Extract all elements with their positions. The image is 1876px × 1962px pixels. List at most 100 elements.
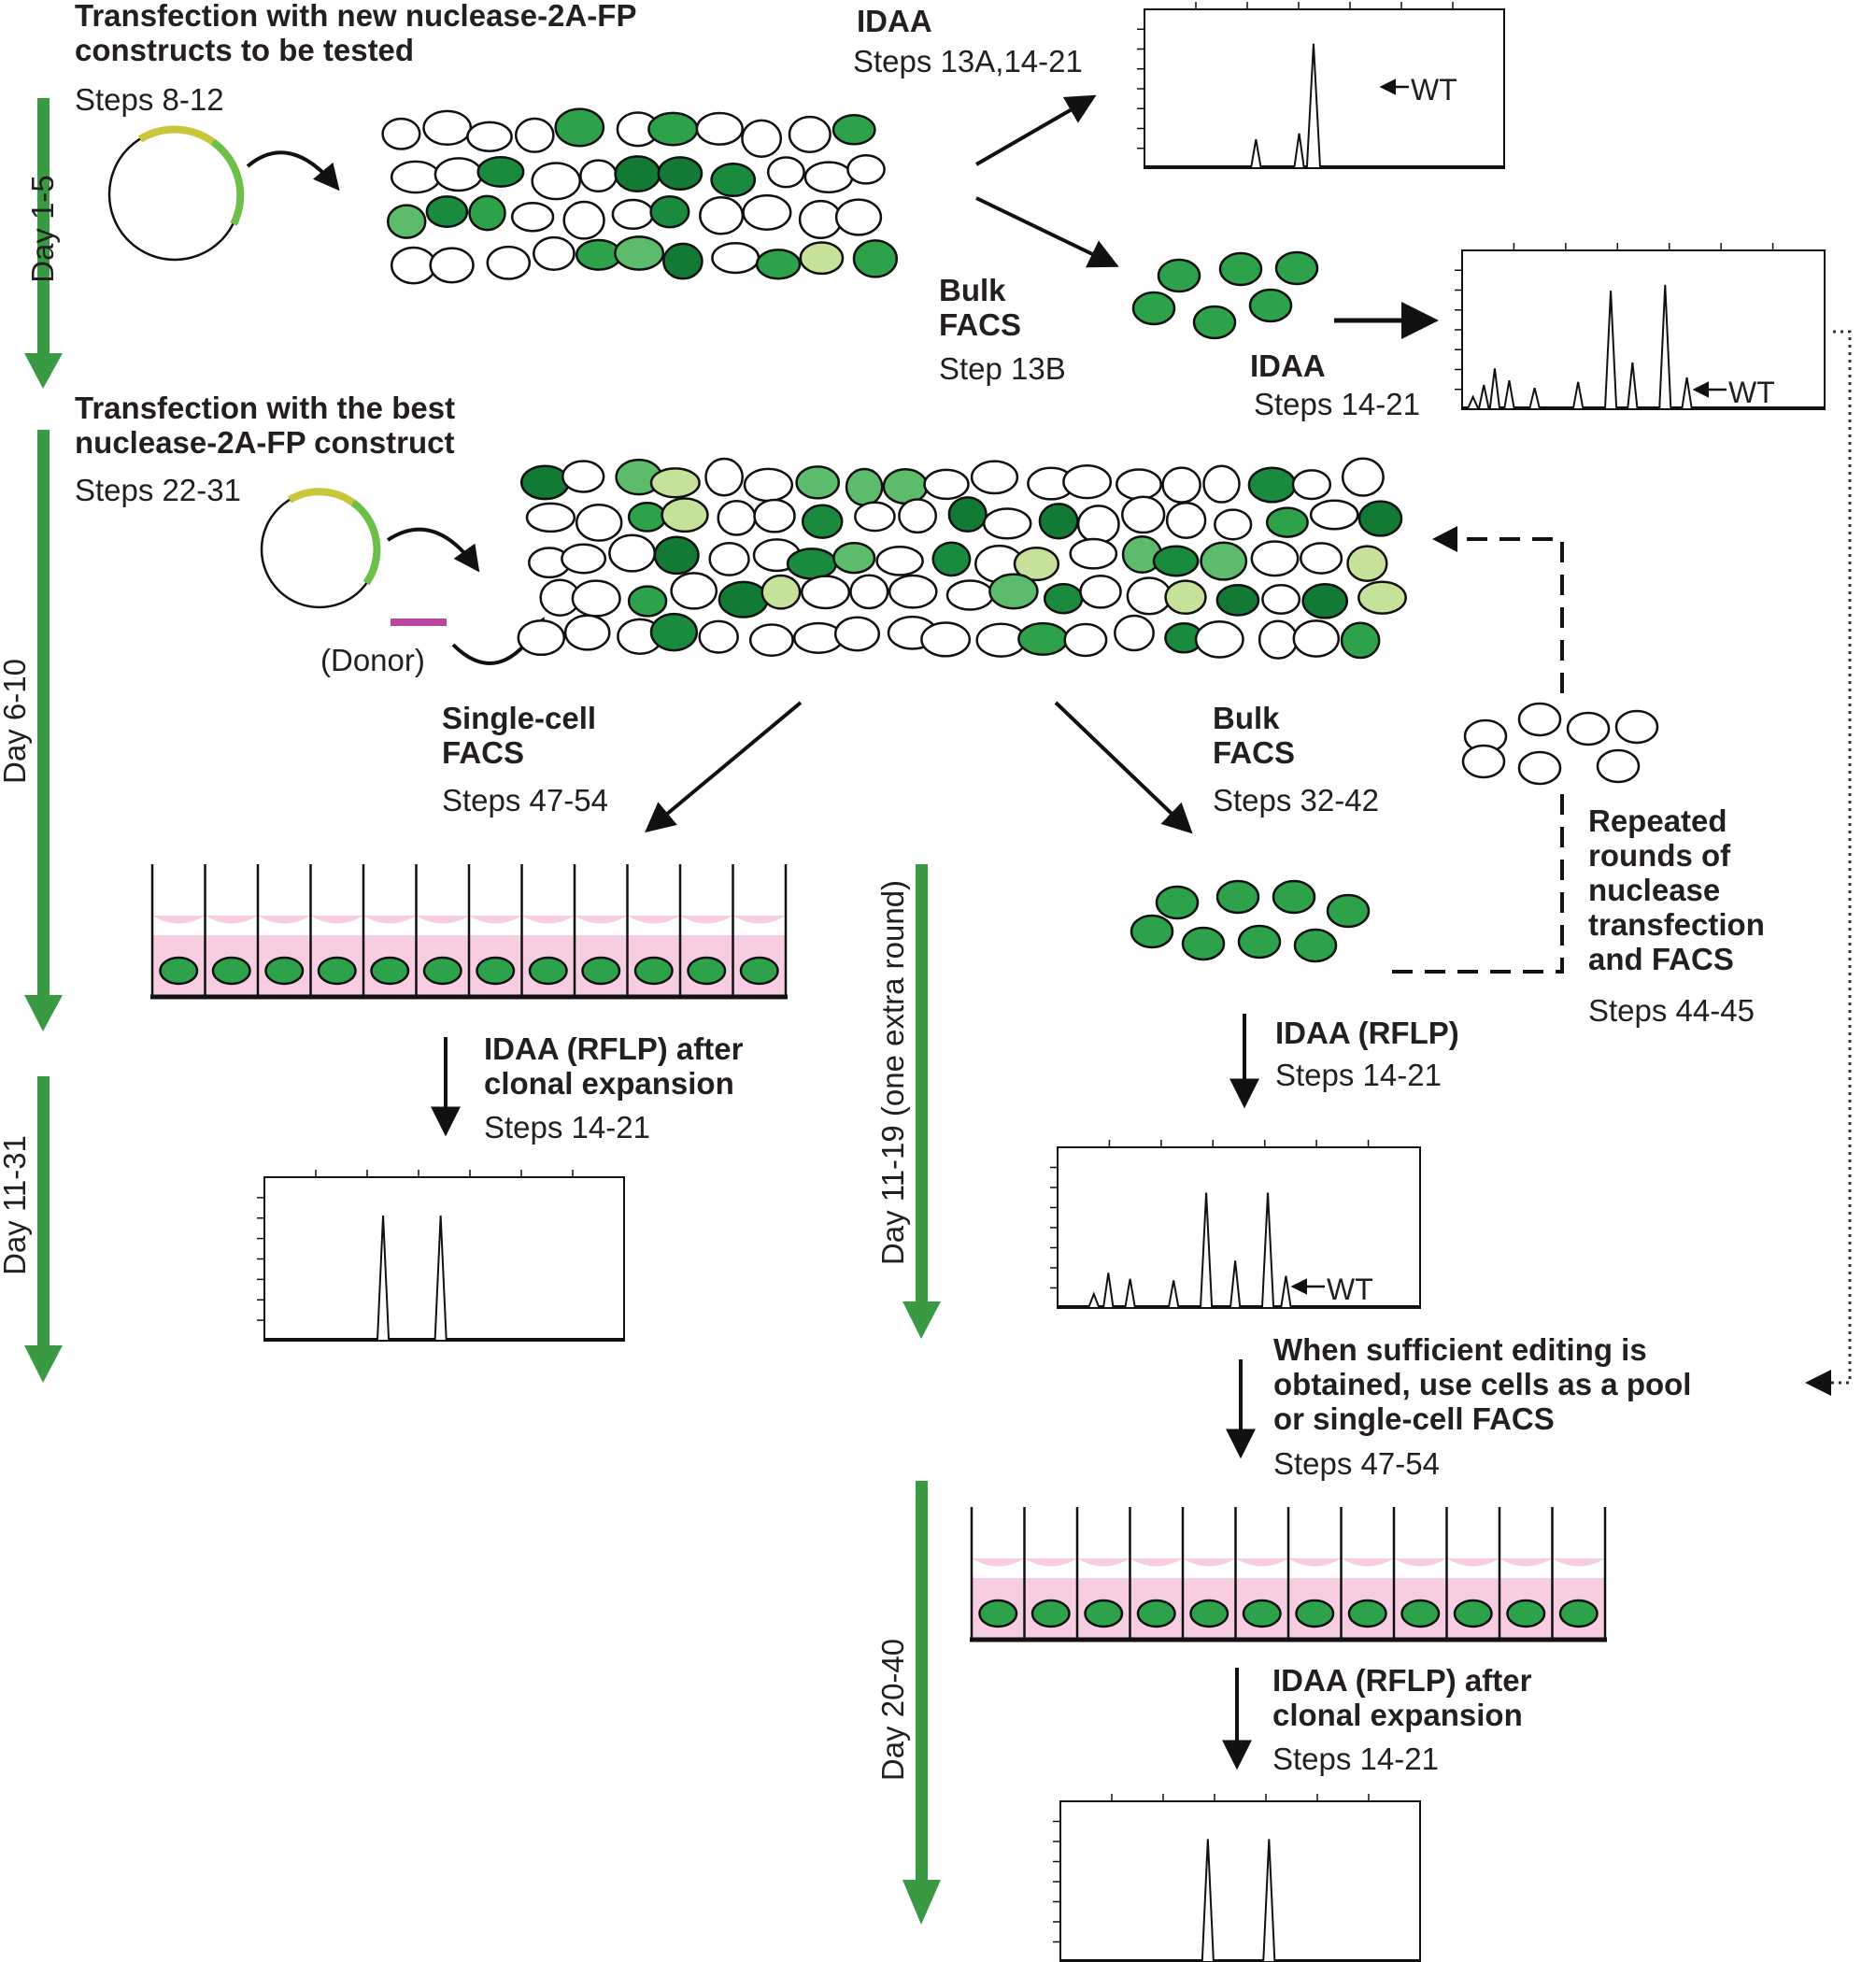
bulk-facs-2-title: Bulk FACS [1213, 701, 1296, 770]
cell [798, 199, 843, 239]
cell [982, 507, 1032, 540]
cell [647, 111, 699, 147]
cell [554, 107, 605, 148]
arrow-to-single-cell-facs [645, 701, 803, 833]
cell [627, 502, 667, 533]
cell [845, 467, 884, 506]
cell [1301, 582, 1349, 619]
sufficient-editing-steps: Steps 47-54 [1273, 1446, 1440, 1481]
cell [433, 157, 483, 192]
day-label-6-10: Day 6-10 [0, 659, 32, 784]
cell [708, 541, 750, 576]
chart-trace [1462, 284, 1825, 408]
cell [670, 572, 718, 610]
cell [562, 200, 605, 240]
dotted-connector-arrowhead [1805, 1370, 1831, 1396]
cell [704, 457, 744, 497]
repeated-rounds-title: Repeated rounds of nuclease transfection… [1588, 803, 1765, 976]
cell [970, 460, 1019, 495]
cell [898, 498, 938, 534]
cell [1200, 541, 1248, 581]
cell [657, 156, 704, 192]
cell [571, 579, 621, 618]
cell [945, 579, 994, 611]
well-meniscus [1288, 1558, 1342, 1578]
cell [425, 195, 469, 229]
cell [614, 235, 665, 271]
sorted-cells-bulk-2 [1130, 879, 1371, 963]
cell [788, 115, 831, 153]
day-label-20-40: Day 20-40 [875, 1638, 910, 1782]
cell [800, 575, 851, 610]
chart-frame [1059, 1800, 1421, 1962]
cell [799, 241, 845, 276]
well-cell [317, 956, 357, 986]
cell [531, 162, 581, 201]
sufficient-editing-title: When sufficient editing is obtained, use… [1273, 1332, 1692, 1436]
arrow-to-bulk-facs-2 [1054, 701, 1193, 834]
cell [988, 573, 1039, 610]
transfected-cell-population-2 [517, 457, 1407, 660]
cell [849, 574, 889, 610]
cell [422, 109, 473, 146]
chart-frame [1144, 8, 1505, 169]
single-cell-facs-title: Single-cell FACS [442, 701, 597, 770]
cell [1261, 584, 1301, 615]
chart-trace [1058, 1192, 1420, 1307]
cell [846, 153, 886, 185]
stage1-steps: Steps 8-12 [75, 82, 224, 117]
dotted-connector [1829, 330, 1852, 1385]
cell [1309, 499, 1359, 531]
cell [662, 242, 704, 280]
cell [649, 467, 701, 499]
wt-label-top: WT [1411, 73, 1457, 107]
well-cell [159, 956, 199, 986]
cell [561, 460, 605, 493]
cell [468, 194, 506, 232]
well-cell [739, 956, 779, 986]
sorted-cells-bulk-1 [1131, 250, 1319, 340]
stage2-steps: Steps 22-31 [75, 473, 241, 507]
cell [390, 160, 441, 194]
cell [1357, 500, 1403, 537]
cell [390, 246, 437, 285]
cell [519, 464, 570, 501]
bulk-facs-2-steps: Steps 32-42 [1213, 783, 1379, 818]
cell [386, 204, 427, 239]
timeline-arrow-day-11-31 [24, 1076, 63, 1383]
cell [1341, 457, 1385, 497]
cell [1292, 619, 1341, 658]
well-meniscus [575, 916, 628, 935]
donor-dna-icon [391, 618, 447, 626]
well-cell [528, 956, 568, 986]
cell [760, 574, 802, 610]
cell [510, 201, 555, 233]
well-meniscus [627, 916, 680, 935]
well-meniscus [1130, 1558, 1183, 1578]
cell [525, 502, 576, 533]
cell [875, 546, 924, 576]
cell [1152, 545, 1200, 577]
cell [514, 117, 555, 153]
cell [1017, 621, 1069, 656]
cell [1291, 469, 1332, 501]
cell [786, 547, 838, 580]
stage2-title: Transfection with the best nuclease-2A-F… [75, 391, 456, 460]
chart-trace [264, 1215, 624, 1340]
cell [1079, 574, 1122, 609]
well-cell [1084, 1599, 1124, 1628]
cell [1265, 506, 1309, 538]
well-meniscus [732, 916, 786, 935]
cell [753, 498, 796, 533]
cell [608, 533, 657, 573]
curved-arrow-plasmid-to-cells [246, 150, 340, 192]
cell [748, 623, 794, 657]
well-meniscus [363, 916, 417, 935]
well-cell [211, 956, 251, 986]
cell [718, 580, 769, 618]
timeline-arrow-day-1-5 [24, 98, 63, 389]
single-cell-plate-1 [150, 864, 788, 1000]
timeline-arrow-day-11-19 [902, 864, 941, 1339]
cell [1194, 620, 1244, 659]
